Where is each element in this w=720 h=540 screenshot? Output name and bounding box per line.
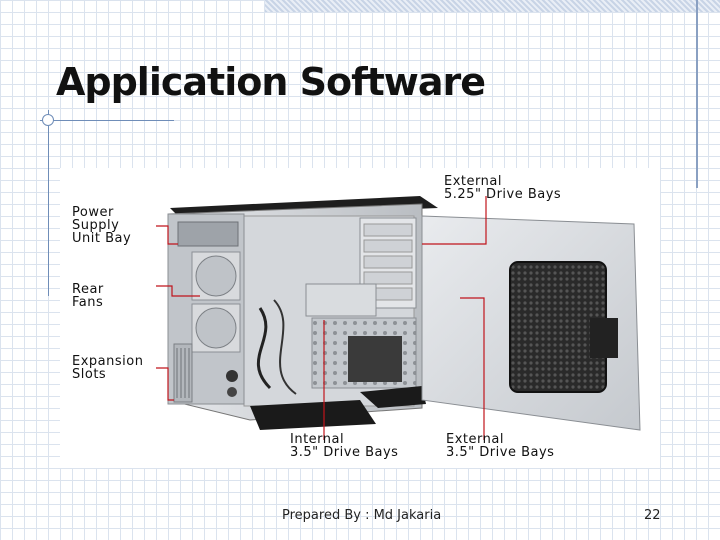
case-foot-left — [250, 400, 376, 430]
label-external-525-drive-bays: External 5.25" Drive Bays — [444, 174, 562, 202]
label-expansion-slots: Expansion Slots — [72, 354, 144, 382]
footer-author: Prepared By : Md Jakaria — [282, 508, 442, 523]
accent-circle — [42, 114, 54, 126]
title-underline — [40, 120, 174, 121]
case-illustration — [156, 196, 641, 440]
top-decor-band — [265, 0, 720, 12]
internal-drive — [348, 336, 402, 382]
label-external-35-drive-bays: External 3.5" Drive Bays — [446, 432, 555, 460]
slide-title: Application Software — [56, 60, 486, 104]
expansion-slots — [173, 343, 193, 403]
label-internal-35-drive-bays: Internal 3.5" Drive Bays — [290, 432, 399, 460]
right-decor-rule — [696, 0, 698, 188]
case-foot-right — [360, 386, 426, 408]
label-power-supply-unit-bay: Power Supply Unit Bay — [72, 205, 132, 246]
left-accent-rule — [48, 110, 49, 296]
computer-case-figure: Power Supply Unit Bay Rear Fans Expansio… — [60, 168, 660, 468]
label-rear-fans: Rear Fans — [72, 282, 104, 310]
drive-cage-upper — [305, 283, 377, 317]
callout-lines — [156, 196, 487, 440]
power-supply-bay — [177, 221, 239, 247]
page-number: 22 — [644, 508, 661, 523]
door-latch — [590, 318, 618, 358]
